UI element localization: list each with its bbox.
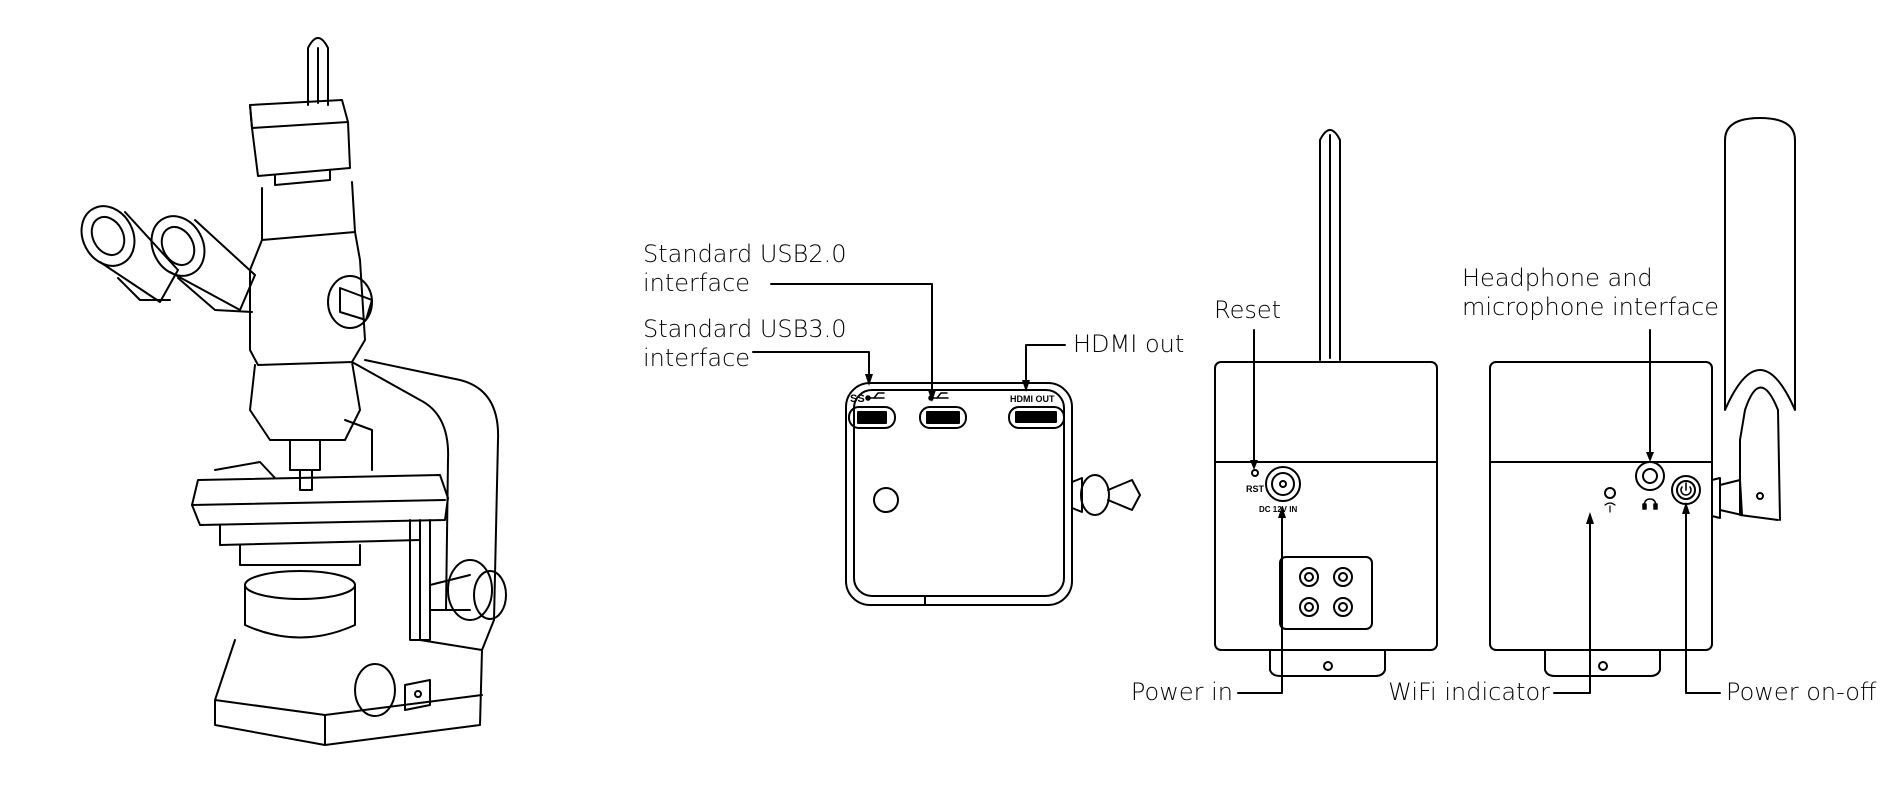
usb2-port (919, 406, 967, 429)
usb-symbol-icon (865, 392, 949, 401)
dc-mark: DC 12V IN (1259, 505, 1297, 514)
wifi-indicator-led (1604, 487, 1616, 499)
power-icon (1680, 482, 1692, 496)
camera-front-view (1214, 129, 1438, 677)
wifi-icon (1604, 502, 1616, 513)
reset-button (1251, 469, 1259, 477)
headphone-icon (1642, 498, 1658, 510)
reset-label: Reset (1214, 296, 1282, 324)
camera-bottom-view (845, 382, 1141, 606)
headphone-jack (1635, 461, 1665, 491)
usb3-label-line2: interface (643, 344, 751, 372)
camera-back-view (1489, 117, 1796, 677)
hdmi-out-mark: HDMI OUT (1010, 394, 1055, 404)
headphone-label-line2: microphone interface (1462, 293, 1720, 321)
usb2-label-line1: Standard USB2.0 (643, 240, 847, 268)
usb2-label: Standard USB2.0 interface (643, 240, 847, 298)
power-in-label: Power in (1130, 678, 1233, 706)
usb3-port (848, 406, 896, 429)
dc-jack (1265, 466, 1301, 502)
power-onoff-label: Power on-off (1726, 678, 1877, 706)
rst-mark: RST (1246, 484, 1265, 494)
usb3-label-line1: Standard USB3.0 (643, 315, 847, 343)
hdmi-out-label: HDMI out (1073, 330, 1185, 358)
wifi-antenna (1724, 117, 1796, 411)
connector-sockets (1299, 567, 1353, 617)
eyepieces (80, 205, 256, 313)
headphone-label-line1: Headphone and (1462, 264, 1653, 292)
hdmi-port (1008, 406, 1065, 429)
leader-lines (752, 283, 1721, 694)
usb2-label-line2: interface (643, 269, 751, 297)
ss-usb-mark: SS (850, 393, 865, 405)
microscope-illustration (80, 37, 507, 746)
wifi-indicator-label: WiFi indicator (1388, 678, 1550, 706)
headphone-label: Headphone and microphone interface (1462, 264, 1719, 322)
usb3-label: Standard USB3.0 interface (643, 315, 847, 373)
